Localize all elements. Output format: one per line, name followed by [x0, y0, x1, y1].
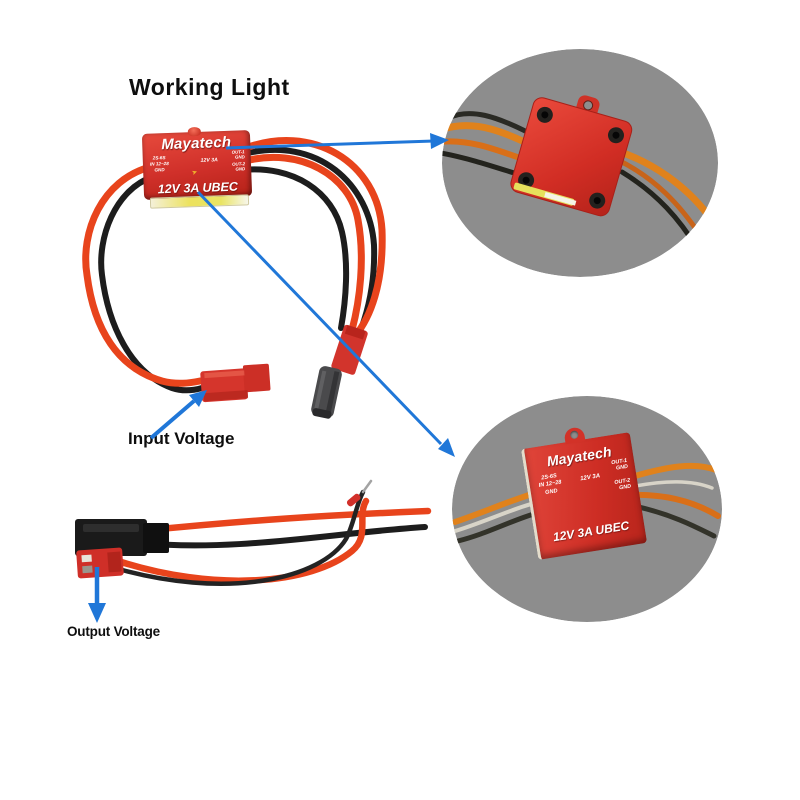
wire-red-left: [82, 163, 204, 387]
out1-block: OUT-1 GND: [611, 458, 629, 473]
out2-block: OUT-2 GND: [232, 161, 245, 172]
stripped-wire-tip: [361, 479, 373, 494]
wire-black-thin: [105, 489, 366, 586]
module-back-body: [510, 97, 633, 217]
heat-shrink: [346, 493, 361, 507]
output-jst-lead: [76, 547, 124, 579]
inset2-wire-black-right: [631, 503, 717, 539]
input-voltage-label: Input Voltage: [128, 429, 235, 448]
rating-label: 12V 3A: [579, 473, 601, 483]
servo-connector-latch: [143, 523, 169, 553]
rating-label: 12V 3A: [200, 157, 218, 164]
screw-head: [593, 197, 601, 205]
inset-wire-black-2: [445, 111, 538, 139]
output-plug-connector: [311, 366, 342, 419]
ubec-module-inset: Mayatech 2S-6S IN 12~28 GND OUT-1 GND 12…: [520, 426, 648, 560]
led-bump-icon: [187, 126, 201, 137]
model-label: 12V 3A UBEC: [552, 518, 631, 545]
inset2-wire-orange-right-2: [629, 491, 721, 519]
servo-connector: [75, 519, 169, 556]
ubec-module: Mayatech 2S-6S IN 12~28 GND OUT-1 GND 12…: [141, 126, 253, 200]
wire-red-top: [136, 507, 432, 535]
out1-block: OUT-1 GND: [232, 149, 245, 160]
mount-hole: [569, 430, 579, 440]
input-spec-line3: GND: [154, 167, 165, 173]
inset-wire-orange-3: [611, 146, 712, 219]
screws: [518, 106, 624, 209]
output-jst-contact-2: [82, 565, 93, 574]
output-jst-connector: [331, 324, 368, 375]
input-spec-block: 2S-6S IN 12~28 GND: [537, 472, 563, 497]
page-title: Working Light: [129, 74, 290, 100]
out2-gnd-label: GND: [235, 166, 246, 172]
out2-block: OUT-2 GND: [614, 478, 632, 493]
input-jst-nose: [242, 363, 271, 393]
wire-black-left: [98, 174, 205, 394]
wire-black-top: [137, 524, 428, 549]
inset2-wire-orange-right-1: [625, 462, 719, 481]
output-jst-lead-nose: [107, 551, 122, 573]
led-strip-lit: [544, 192, 577, 206]
module-back: [510, 95, 633, 217]
output-voltage-label: Output Voltage: [67, 624, 160, 639]
module-specs: 2S-6S IN 12~28 GND OUT-1 GND 12V 3A OUT-…: [143, 149, 252, 179]
output-jst-contact-1: [81, 554, 92, 563]
wire-black-right-inner: [239, 166, 350, 331]
inset-wire-orange-4: [615, 157, 703, 238]
screw-head: [522, 176, 530, 184]
out1-gnd-label: GND: [234, 154, 245, 160]
output-lead-photo: [75, 479, 432, 586]
input-jst-connector: [200, 363, 271, 403]
indicator-arrow-icon: ➤: [191, 169, 199, 177]
screw-head: [541, 111, 549, 119]
servo-connector-ridge: [83, 524, 139, 532]
input-spec-block: 2S-6S IN 12~28 GND: [150, 155, 169, 174]
inset2-wire-white-right: [628, 480, 714, 490]
wire-red-loop: [111, 497, 370, 584]
screw-head: [612, 131, 620, 139]
inset-top: [442, 49, 718, 277]
